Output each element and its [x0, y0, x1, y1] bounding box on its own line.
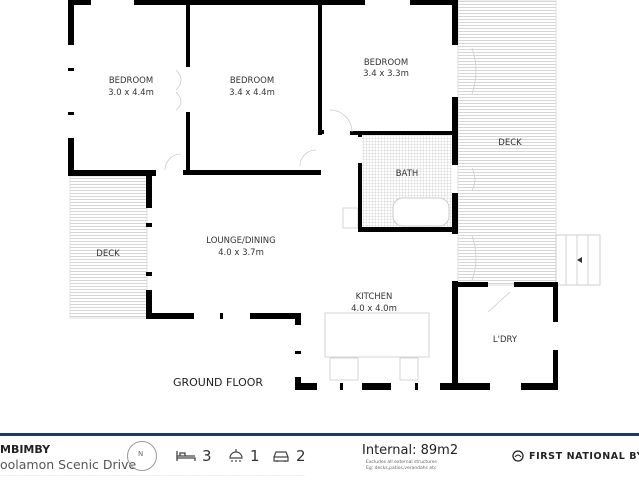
room-name: LOUNGE/DINING [206, 236, 275, 246]
bed-icon [176, 451, 196, 461]
floor-label: GROUND FLOOR [173, 376, 263, 389]
brand-name: FIRST NATIONAL BYR [529, 450, 639, 462]
room-size: 4.0 x 4.0m [351, 304, 397, 314]
area-note: Excludes all external structures [366, 460, 437, 465]
internal-area: Internal: 89m2 [362, 443, 459, 458]
room-name: BEDROOM [109, 76, 153, 86]
room-name: BEDROOM [230, 76, 274, 86]
door-swings [164, 47, 511, 313]
compass-label: N [138, 450, 144, 458]
room-name: L'DRY [493, 335, 518, 345]
car-value: 2 [296, 447, 306, 465]
walls [68, 0, 558, 390]
car-icon [273, 451, 289, 462]
deck-left [69, 175, 148, 319]
steps [555, 234, 601, 286]
room-name: DECK [96, 249, 120, 259]
room-name: KITCHEN [356, 292, 393, 302]
room-name: DECK [498, 138, 522, 148]
kitchen-benches [324, 207, 430, 381]
arrow-icon [577, 257, 582, 263]
room-name: BEDROOM [364, 58, 408, 68]
disclaimer: ........................................… [0, 473, 306, 477]
car-count: 2 [272, 447, 306, 465]
room-size: 3.4 x 3.3m [363, 69, 409, 79]
room-size: 4.0 x 3.7m [218, 248, 264, 258]
floor-plan: BEDROOM 3.0 x 4.4m BEDROOM 3.4 x 4.4m BE… [68, 0, 601, 390]
logo-icon [512, 450, 524, 462]
suburb: MBIMBY [0, 443, 51, 456]
area-note-example: Eg: decks,patios,verandahs etc [366, 466, 437, 471]
accent-bar [0, 433, 639, 436]
bathroom-value: 1 [250, 447, 260, 465]
bathtub [392, 197, 450, 227]
footer: MBIMBY oolamon Scenic Drive N 3 1 2 Inte… [0, 433, 639, 480]
room-name: BATH [396, 169, 419, 179]
bedroom-value: 3 [202, 447, 212, 465]
bathroom-count: 1 [228, 447, 260, 465]
deck-right [457, 0, 557, 286]
shower-icon [229, 449, 243, 462]
room-size: 3.4 x 4.4m [229, 88, 275, 98]
compass-icon: N [127, 441, 157, 471]
street-address: oolamon Scenic Drive [0, 457, 137, 472]
brand-logo: FIRST NATIONAL BYR [512, 450, 639, 462]
room-size: 3.0 x 4.4m [108, 88, 154, 98]
bedroom-count: 3 [176, 447, 212, 465]
